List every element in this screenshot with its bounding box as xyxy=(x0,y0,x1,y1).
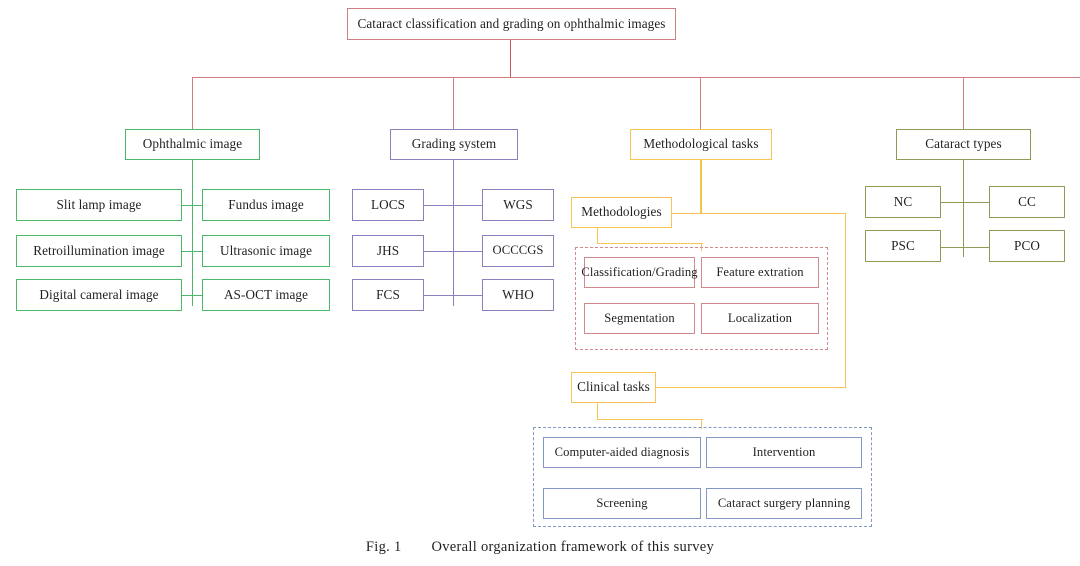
methodology-feature-extration: Feature extration xyxy=(701,257,819,288)
ophthalmic-child-retroillumination: Retroillumination image xyxy=(16,235,182,267)
cataract-type-nc-label: NC xyxy=(893,193,913,209)
grading-child-locs-label: LOCS xyxy=(370,196,406,212)
ophthalmic-child-digital-cameral: Digital cameral image xyxy=(16,279,182,311)
clinical-elbow-vertical-b xyxy=(700,418,703,429)
grading-child-jhs-label: JHS xyxy=(376,242,400,258)
grading-child-fcs: FCS xyxy=(352,279,424,311)
cataract-type-psc-label: PSC xyxy=(891,237,915,253)
ophthalmic-child-retroillumination-label: Retroillumination image xyxy=(33,242,165,258)
grading-spine-connector xyxy=(452,160,455,306)
grading-child-fcs-label: FCS xyxy=(376,286,400,302)
ophthalmic-rung-1 xyxy=(182,204,212,207)
node-clinical-tasks-label: Clinical tasks xyxy=(577,379,650,395)
clinical-elbow-horizontal xyxy=(596,418,703,421)
cataract-type-nc: NC xyxy=(865,186,941,218)
node-methodologies-label: Methodologies xyxy=(581,204,662,220)
drop-connector-ophthalmic xyxy=(192,76,194,130)
cataract-types-rung-2 xyxy=(941,246,989,249)
methodology-localization: Localization xyxy=(701,303,819,334)
clinical-cataract-surgery-planning-label: Cataract surgery planning xyxy=(717,495,851,510)
clinical-group-container xyxy=(533,427,872,527)
drop-connector-cataract-types-b xyxy=(963,76,965,130)
root-node: Cataract classification and grading on o… xyxy=(347,8,676,40)
branch-grading-system: Grading system xyxy=(390,129,518,160)
grading-child-wgs-label: WGS xyxy=(503,196,533,212)
ophthalmic-child-digital-cameral-label: Digital cameral image xyxy=(39,286,159,302)
ophthalmic-child-slit-lamp: Slit lamp image xyxy=(16,189,182,221)
methodologies-elbow-vertical-b xyxy=(700,242,703,251)
clinical-computer-aided-diagnosis-label: Computer-aided diagnosis xyxy=(554,444,690,459)
cataract-type-cc-label: CC xyxy=(1018,193,1036,209)
clinical-cataract-surgery-planning: Cataract surgery planning xyxy=(706,488,862,519)
branch-cataract-types-label: Cataract types xyxy=(925,136,1002,152)
clinical-intervention: Intervention xyxy=(706,437,862,468)
grading-child-jhs: JHS xyxy=(352,235,424,267)
node-clinical-tasks: Clinical tasks xyxy=(571,372,656,403)
methodologies-elbow-horizontal xyxy=(596,242,703,245)
ophthalmic-child-ultrasonic: Ultrasonic image xyxy=(202,235,330,267)
methodological-spine-connector xyxy=(700,160,702,213)
ophthalmic-child-fundus: Fundus image xyxy=(202,189,330,221)
cataract-type-pco: PCO xyxy=(989,230,1065,262)
methodology-classification-grading-label: Classification/Grading xyxy=(581,264,698,279)
branch-ophthalmic-image-label: Ophthalmic image xyxy=(142,136,243,152)
ophthalmic-rung-3 xyxy=(182,294,212,297)
ophthalmic-child-as-oct-label: AS-OCT image xyxy=(223,286,309,302)
drop-connector-methodological xyxy=(700,76,702,130)
ophthalmic-child-slit-lamp-label: Slit lamp image xyxy=(56,196,142,212)
methodology-feature-extration-label: Feature extration xyxy=(716,264,804,279)
grading-child-wgs: WGS xyxy=(482,189,554,221)
cataract-type-psc: PSC xyxy=(865,230,941,262)
clinical-intervention-label: Intervention xyxy=(752,444,816,459)
branch-methodological-tasks: Methodological tasks xyxy=(630,129,772,160)
ophthalmic-spine-connector xyxy=(191,160,194,306)
root-stem-connector xyxy=(510,40,512,78)
figure-caption: Fig. 1 Overall organization framework of… xyxy=(0,539,1080,556)
clinical-computer-aided-diagnosis: Computer-aided diagnosis xyxy=(543,437,701,468)
grading-rung-2 xyxy=(424,250,482,253)
grading-rung-3 xyxy=(424,294,482,297)
methodology-segmentation: Segmentation xyxy=(584,303,695,334)
ophthalmic-rung-2 xyxy=(182,250,212,253)
methodologies-group-container xyxy=(575,247,828,350)
methodology-localization-label: Localization xyxy=(727,310,793,325)
grading-child-who: WHO xyxy=(482,279,554,311)
methodology-classification-grading: Classification/Grading xyxy=(581,257,698,288)
methodologies-to-clinical-riser xyxy=(844,212,847,388)
branch-cataract-types: Cataract types xyxy=(896,129,1031,160)
methodology-segmentation-label: Segmentation xyxy=(604,310,675,325)
grading-child-locs: LOCS xyxy=(352,189,424,221)
ophthalmic-child-ultrasonic-label: Ultrasonic image xyxy=(219,242,313,258)
methodologies-right-connector xyxy=(672,212,846,215)
methodologies-elbow-vertical-a xyxy=(596,228,599,244)
cataract-type-pco-label: PCO xyxy=(1014,237,1040,253)
cataract-type-cc: CC xyxy=(989,186,1065,218)
grading-child-who-label: WHO xyxy=(502,286,534,302)
grading-child-occcgs-label: OCCCGS xyxy=(492,243,544,258)
clinical-screening: Screening xyxy=(543,488,701,519)
grading-rung-1 xyxy=(424,204,482,207)
clinical-elbow-vertical-a xyxy=(596,403,599,419)
clinical-screening-label: Screening xyxy=(596,495,648,510)
cataract-types-rung-1 xyxy=(941,201,989,204)
figure-caption-text: Overall organization framework of this s… xyxy=(431,539,715,555)
clinical-right-connector xyxy=(656,386,846,389)
figure-caption-label: Fig. 1 xyxy=(365,539,402,555)
branch-grading-system-label: Grading system xyxy=(411,136,497,152)
cataract-types-spine-connector xyxy=(962,160,965,257)
root-bus-connector xyxy=(192,76,1080,78)
branch-methodological-tasks-label: Methodological tasks xyxy=(643,136,759,152)
node-methodologies: Methodologies xyxy=(571,197,672,228)
root-node-label: Cataract classification and grading on o… xyxy=(357,15,666,31)
drop-connector-grading xyxy=(453,76,455,130)
branch-ophthalmic-image: Ophthalmic image xyxy=(125,129,260,160)
ophthalmic-child-fundus-label: Fundus image xyxy=(228,196,304,212)
grading-child-occcgs: OCCCGS xyxy=(482,235,554,267)
ophthalmic-child-as-oct: AS-OCT image xyxy=(202,279,330,311)
